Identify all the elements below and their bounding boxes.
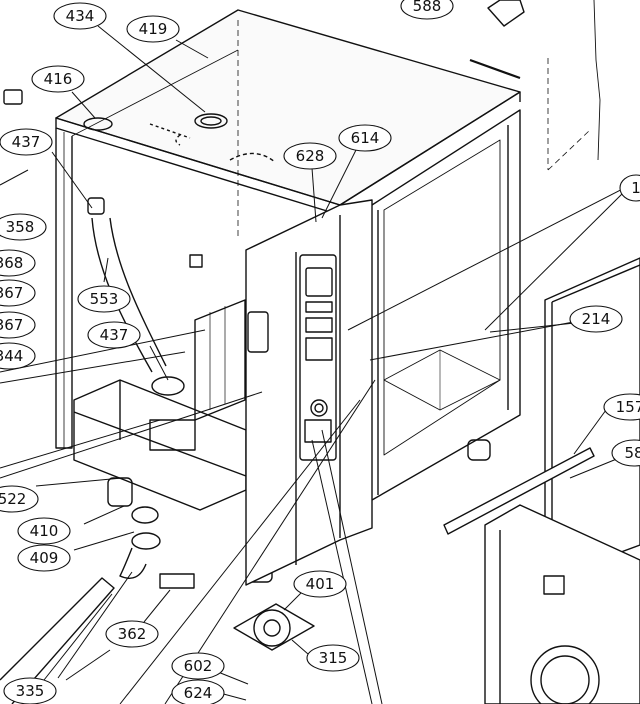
callout-bubble (0, 342, 36, 370)
callout-bubble (171, 652, 225, 680)
callout-c58: 58 (611, 439, 640, 467)
callout-c588: 588 (400, 0, 454, 20)
callout-label: 628 (296, 147, 325, 165)
callout-label: 315 (319, 649, 348, 667)
callout-label: 368 (0, 254, 23, 272)
callout-c1: 1 (619, 174, 640, 202)
callout-bubble (126, 15, 180, 43)
callout-c614: 614 (338, 124, 392, 152)
callout-c553: 553 (77, 285, 131, 313)
callout-c344: 344 (0, 342, 36, 370)
callout-c628: 628 (283, 142, 337, 170)
callout-c437a: 437 (0, 128, 53, 156)
callout-label: 358 (6, 218, 35, 236)
callout-c157: 157 (603, 393, 640, 421)
callout-bubble (77, 285, 131, 313)
callout-bubble (17, 544, 71, 572)
callout-c409: 409 (17, 544, 71, 572)
callout-label: 416 (44, 70, 73, 88)
callout-c602: 602 (171, 652, 225, 680)
callout-bubble (31, 65, 85, 93)
callout-label: 367 (0, 284, 23, 302)
callout-bubble (105, 620, 159, 648)
callout-c522: 522 (0, 485, 39, 513)
callout-label: 1 (631, 179, 640, 197)
callout-c368: 368 (0, 249, 36, 277)
callout-c416: 416 (31, 65, 85, 93)
callout-label: 434 (66, 7, 95, 25)
callout-bubble (400, 0, 454, 20)
callout-bubble (0, 279, 36, 307)
leader-lines (0, 25, 640, 704)
callout-label: 362 (118, 625, 147, 643)
callout-c437b: 437 (87, 321, 141, 349)
callout-bubble (171, 679, 225, 704)
callout-bubble (0, 128, 53, 156)
callout-label: 367 (0, 316, 23, 334)
callout-label: 437 (100, 326, 129, 344)
callout-bubble (17, 517, 71, 545)
callout-c358: 358 (0, 213, 47, 241)
callout-label: 624 (184, 684, 213, 702)
callout-c419: 419 (126, 15, 180, 43)
callout-label: 344 (0, 347, 23, 365)
callout-label: 157 (616, 398, 640, 416)
callout-bubble (0, 213, 47, 241)
callout-c362: 362 (105, 620, 159, 648)
callout-c401: 401 (293, 570, 347, 598)
callout-bubble (0, 249, 36, 277)
callout-label: 335 (16, 682, 45, 700)
callout-c214: 214 (569, 305, 623, 333)
callout-bubble (53, 2, 107, 30)
callout-bubble (569, 305, 623, 333)
callout-c434: 434 (53, 2, 107, 30)
callout-bubble (3, 677, 57, 704)
callout-c335: 335 (3, 677, 57, 704)
callout-bubble (0, 311, 36, 339)
callout-bubble (87, 321, 141, 349)
callout-label: 614 (351, 129, 380, 147)
callout-c624: 624 (171, 679, 225, 704)
callout-label: 401 (306, 575, 335, 593)
callout-c367a: 367 (0, 279, 36, 307)
callout-c315: 315 (306, 644, 360, 672)
callout-label: 58 (624, 444, 640, 462)
callout-label: 553 (90, 290, 119, 308)
callout-bubble (611, 439, 640, 467)
callout-label: 410 (30, 522, 59, 540)
callout-label: 409 (30, 549, 59, 567)
callout-c410: 410 (17, 517, 71, 545)
callout-bubble (619, 174, 640, 202)
callout-label: 214 (582, 310, 611, 328)
callout-bubble (293, 570, 347, 598)
callout-bubble (283, 142, 337, 170)
callout-label: 522 (0, 490, 26, 508)
callout-label: 588 (413, 0, 442, 15)
callout-bubble (338, 124, 392, 152)
callout-bubble (306, 644, 360, 672)
callout-label: 419 (139, 20, 168, 38)
callout-bubble (603, 393, 640, 421)
callout-label: 602 (184, 657, 213, 675)
callout-bubble (0, 485, 39, 513)
callout-label: 437 (12, 133, 41, 151)
callout-c367b: 367 (0, 311, 36, 339)
